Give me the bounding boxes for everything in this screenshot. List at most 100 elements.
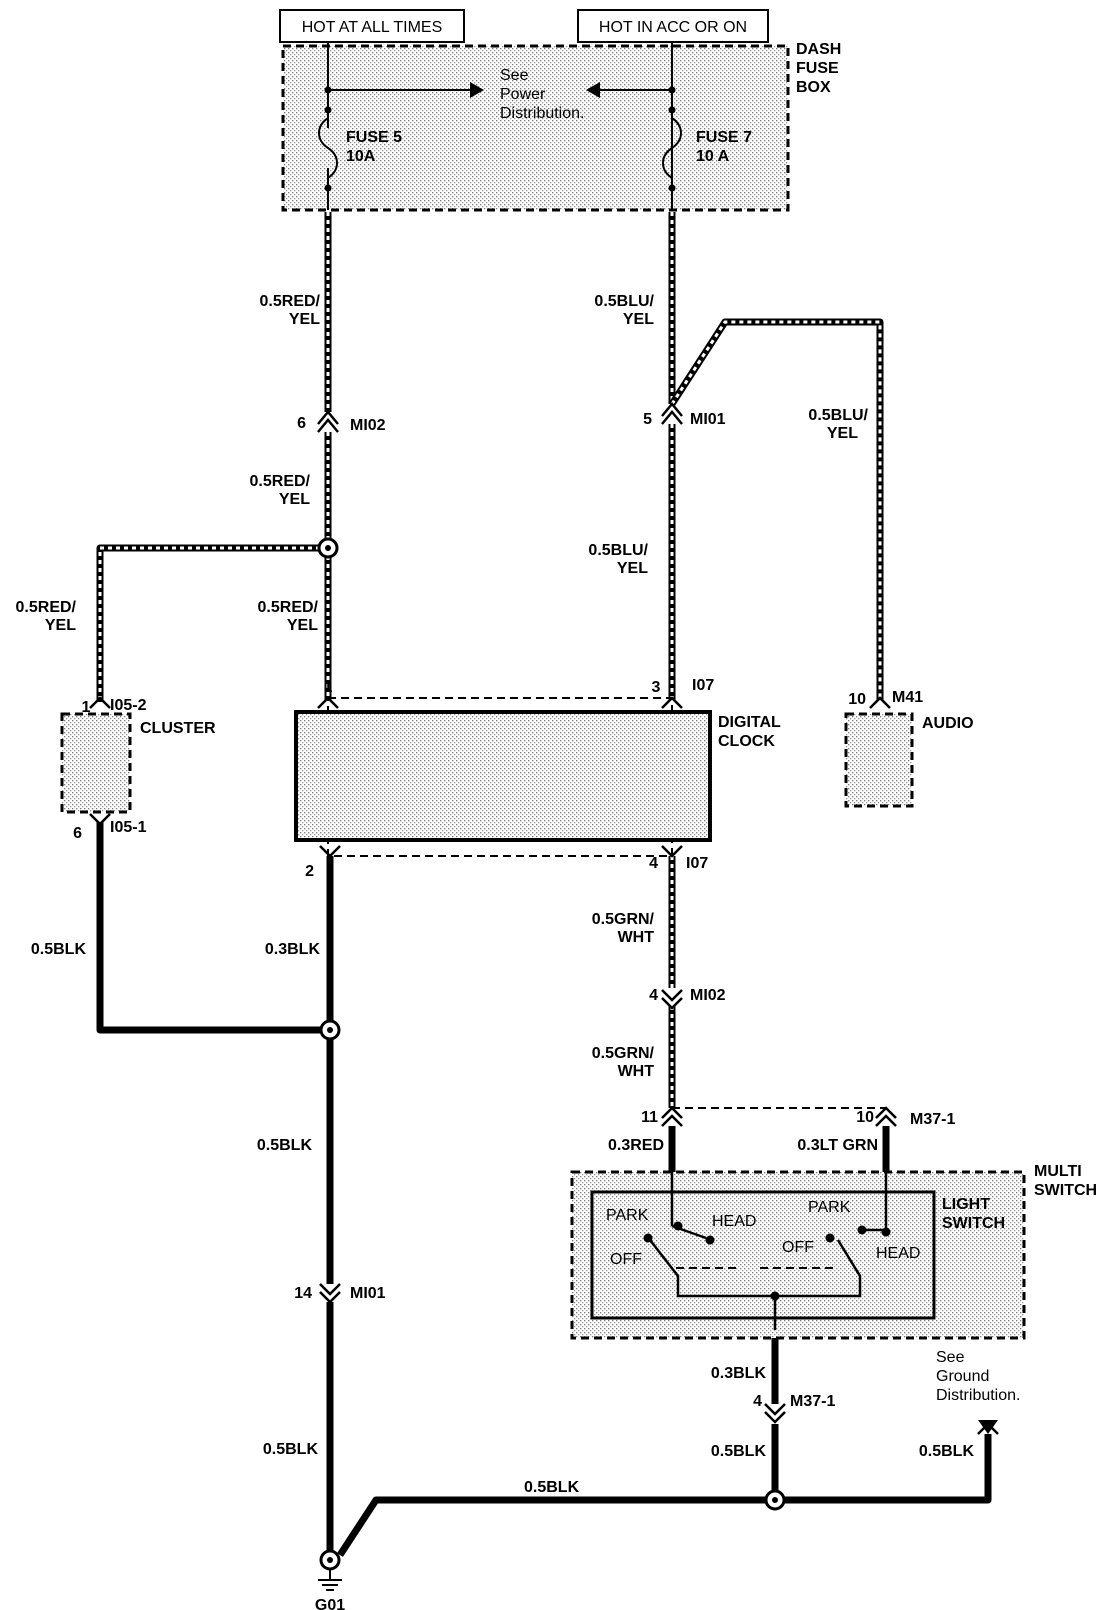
head-right-label: HEAD (876, 1245, 920, 1262)
park-left-label: PARK (606, 1207, 649, 1224)
connector-pin: 2 (305, 863, 314, 880)
dash-fuse-box: DASH FUSE BOX See Power Distribution. FU… (281, 41, 841, 212)
ground-ref-arrow-icon (978, 1420, 998, 1434)
connector-pin: 6 (297, 415, 306, 432)
connector-name: M41 (892, 689, 923, 706)
connector-name: I05-2 (110, 697, 147, 714)
wire-label: YEL (623, 311, 654, 328)
cluster-label: CLUSTER (140, 720, 216, 737)
connector-pin: 5 (643, 411, 652, 428)
wire-label: 0.5BLU/ (808, 407, 868, 424)
connector-name: MI02 (350, 417, 386, 434)
wire-label: WHT (618, 929, 655, 946)
wire-label: 0.5BLK (257, 1137, 313, 1154)
connector-name: I07 (692, 677, 714, 694)
see-power-1: See (500, 67, 529, 84)
ground-ref-2: Ground (936, 1368, 989, 1385)
wire-label: YEL (45, 617, 76, 634)
dash-fuse-box-label-2: FUSE (796, 60, 839, 77)
audio-box (844, 712, 914, 808)
hot-in-acc-or-on-tag: HOT IN ACC OR ON (577, 9, 769, 43)
light-switch-box (590, 1190, 936, 1320)
solid-wires (96, 822, 992, 1560)
connector-name: MI02 (690, 987, 726, 1004)
connector-pin: 1 (324, 679, 333, 696)
wire-label: 0.5GRN/ (592, 911, 655, 928)
wire-label: 0.5GRN/ (592, 1045, 655, 1062)
connector-name: M37-1 (790, 1393, 835, 1410)
hot-at-all-times-label: HOT AT ALL TIMES (302, 19, 443, 36)
wire-label: 0.5BLK (31, 941, 87, 958)
ground-g01-label: G01 (315, 1597, 345, 1610)
fuse5-icon (318, 86, 338, 192)
ground-ref-3: Distribution. (936, 1387, 1020, 1404)
hatched-wires (96, 212, 884, 1108)
wire-label: 0.3BLK (711, 1365, 767, 1382)
digital-clock-label-1: DIGITAL (718, 714, 781, 731)
cluster-box (60, 712, 132, 814)
light-switch-label-2: SWITCH (942, 1215, 1005, 1232)
wire-label: YEL (279, 491, 310, 508)
wire-label: 0.5BLK (524, 1479, 580, 1496)
wire-label: 0.3BLK (265, 941, 321, 958)
hot-in-acc-label: HOT IN ACC OR ON (599, 19, 747, 36)
connector-name: MI01 (690, 411, 726, 428)
arrow-right-icon (470, 82, 484, 98)
connector-pin: 3 (652, 679, 661, 696)
digital-clock-label-2: CLOCK (718, 733, 775, 750)
multi-switch-box (570, 1170, 1026, 1340)
fuse7-name: FUSE 7 (696, 129, 752, 146)
connector-pin: 4 (649, 987, 658, 1004)
wire-label: 0.5BLK (919, 1443, 975, 1460)
wire-label: 0.5BLK (711, 1443, 767, 1460)
wire-label: 0.3RED (608, 1137, 664, 1154)
dash-fuse-box-label-3: BOX (796, 79, 831, 96)
fuse7-amp: 10 A (696, 148, 730, 165)
connector-name: MI01 (350, 1285, 386, 1302)
wire-label: 0.5BLK (263, 1441, 319, 1458)
wire-label: 0.5BLU/ (588, 542, 648, 559)
audio-label: AUDIO (922, 715, 974, 732)
connector-labels: 6 MI02 5 MI01 1 3 I07 2 4 I07 1 I05-2 6 … (73, 411, 955, 1410)
connector-name: I07 (686, 855, 708, 872)
connector-pin: 14 (294, 1285, 312, 1302)
wire-labels: 0.5RED/ YEL 0.5BLU/ YEL 0.5BLU/ YEL 0.5R… (16, 293, 975, 1496)
connector-pin: 10 (848, 691, 866, 708)
wire-label: 0.5RED/ (258, 599, 319, 616)
wire-label: 0.5RED/ (260, 293, 321, 310)
light-switch-label-1: LIGHT (942, 1196, 990, 1213)
fuse5-amp: 10A (346, 148, 376, 165)
park-right-label: PARK (808, 1199, 851, 1216)
connector-pin: 4 (753, 1393, 762, 1410)
connector-pin: 10 (856, 1109, 874, 1126)
digital-clock-box (294, 710, 712, 842)
switch-contact-dots (643, 1221, 891, 1301)
multi-switch-label-2: SWITCH (1034, 1182, 1097, 1199)
connector-pin: 4 (649, 855, 658, 872)
hot-at-all-times-tag: HOT AT ALL TIMES (279, 9, 465, 43)
wire-label: YEL (827, 425, 858, 442)
see-power-2: Power (500, 86, 546, 103)
wire-label: 0.5RED/ (16, 599, 77, 616)
connector-name: I05-1 (110, 819, 147, 836)
wire-label: 0.3LT GRN (797, 1137, 878, 1154)
connector-name: M37-1 (910, 1111, 955, 1128)
wire-label: YEL (617, 560, 648, 577)
connector-pin: 11 (641, 1109, 658, 1126)
dash-fuse-box-label-1: DASH (796, 41, 841, 58)
connector-chevrons (89, 402, 999, 1435)
fuse7-icon (662, 86, 682, 192)
ground-ref-1: See (936, 1349, 965, 1366)
ground-icon (318, 1549, 342, 1591)
connector-pin: 6 (73, 825, 82, 842)
wire-label: YEL (287, 617, 318, 634)
head-left-label: HEAD (712, 1213, 756, 1230)
fuse5-name: FUSE 5 (346, 129, 402, 146)
multi-switch-label-1: MULTI (1034, 1163, 1082, 1180)
arrow-left-icon (586, 82, 600, 98)
connector-pin: 1 (82, 699, 91, 716)
wire-label: WHT (618, 1063, 655, 1080)
wire-label: 0.5RED/ (250, 473, 311, 490)
see-power-3: Distribution. (500, 105, 584, 122)
